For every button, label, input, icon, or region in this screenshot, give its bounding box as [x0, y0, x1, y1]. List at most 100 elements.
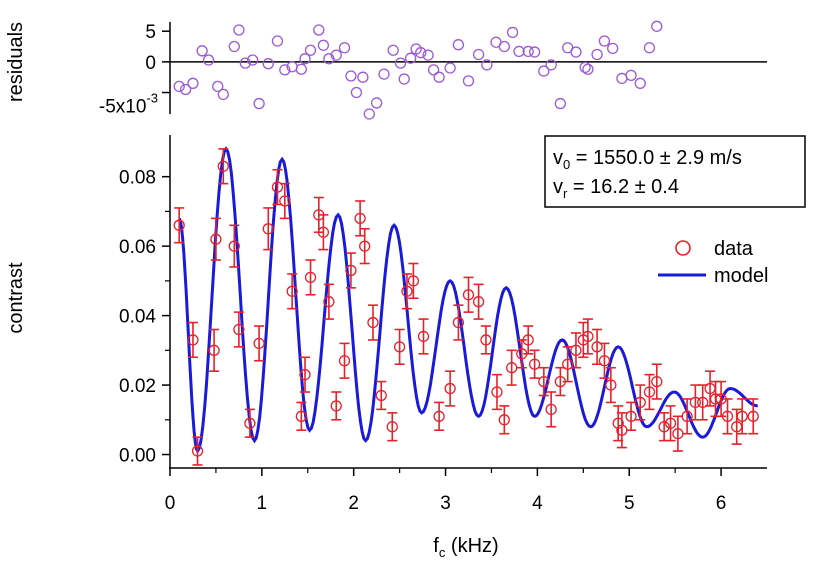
data-point — [393, 328, 406, 366]
data-point — [598, 342, 611, 379]
residual-point — [582, 63, 594, 75]
data-marker — [498, 414, 510, 426]
x-label-base: f — [433, 535, 439, 557]
residual-point — [506, 26, 519, 39]
data-point — [228, 224, 240, 268]
data-marker — [562, 358, 574, 370]
data-point — [612, 405, 624, 442]
data-point — [299, 356, 311, 393]
data-marker — [570, 344, 582, 356]
data-point — [747, 398, 759, 435]
data-marker — [736, 410, 748, 422]
data-marker — [271, 181, 284, 193]
data-marker — [651, 375, 663, 388]
vr-subscript: r — [563, 186, 568, 201]
x-label-subscript: c — [439, 545, 446, 560]
data-point — [721, 398, 734, 435]
data-marker — [658, 421, 670, 433]
main-x-tick-label: 2 — [348, 493, 359, 514]
data-marker — [354, 212, 366, 225]
residual-point — [338, 42, 351, 54]
main-x-tick-label: 6 — [716, 493, 727, 514]
data-point — [498, 405, 510, 435]
fit-parameter-vr: vr = 16.2 ± 0.4 — [553, 176, 679, 201]
data-point — [253, 325, 265, 362]
data-point — [582, 318, 594, 355]
data-point — [444, 370, 456, 407]
residual-point — [579, 61, 591, 74]
data-marker — [401, 285, 413, 297]
x-label-unit: (kHz) — [445, 535, 498, 557]
data-point — [233, 311, 245, 348]
residual-point — [187, 77, 199, 89]
data-marker — [386, 421, 398, 433]
data-marker — [187, 334, 199, 346]
residuals-exponent-label: -5x10-3 — [99, 91, 158, 118]
data-marker — [393, 341, 406, 353]
residual-point — [173, 80, 185, 93]
residual-point — [607, 42, 619, 55]
residual-point — [651, 20, 663, 32]
main-y-tick-label: 0.06 — [119, 237, 156, 258]
main-y-tick-label: 0.00 — [119, 446, 156, 467]
data-point — [417, 318, 430, 355]
residual-point — [433, 71, 445, 83]
data-point — [367, 304, 379, 341]
data-point — [210, 217, 222, 261]
data-point — [407, 262, 420, 300]
data-marker — [528, 358, 541, 370]
data-point — [217, 148, 229, 185]
data-point — [562, 346, 574, 383]
residual-point — [643, 42, 656, 54]
data-marker — [491, 386, 503, 398]
data-point — [643, 373, 656, 411]
data-marker — [480, 334, 492, 346]
residual-point — [317, 39, 330, 51]
data-point — [522, 325, 534, 355]
data-marker — [295, 410, 307, 422]
data-point — [697, 384, 709, 421]
residual-point — [498, 40, 510, 53]
residuals-y-tick-label: 5 — [145, 22, 156, 43]
data-marker — [433, 410, 445, 422]
residual-point — [295, 63, 307, 75]
data-marker — [173, 219, 185, 231]
residual-point — [202, 54, 215, 66]
residual-point — [444, 62, 456, 74]
data-marker — [304, 271, 317, 284]
residual-point — [279, 64, 291, 76]
main-x-axis-label: fc (kHz) — [433, 535, 498, 560]
residual-point — [363, 108, 375, 120]
residual-point — [345, 70, 357, 82]
data-marker — [217, 160, 229, 172]
vr-base: v — [553, 176, 563, 198]
residual-point — [253, 97, 265, 110]
residual-point — [422, 49, 434, 61]
residuals-points — [173, 20, 663, 120]
residual-point — [271, 35, 284, 47]
residual-point — [371, 97, 383, 109]
data-point — [462, 276, 475, 313]
data-point — [317, 214, 330, 251]
data-marker — [210, 233, 222, 245]
v0-value: = 1550.0 ± 2.9 m/s — [570, 147, 742, 169]
data-point — [616, 412, 628, 449]
data-marker — [253, 337, 265, 350]
data-point — [577, 321, 589, 359]
data-marker — [689, 396, 702, 409]
data-point — [664, 405, 677, 442]
data-point — [286, 273, 298, 310]
main-y-tick-label: 0.04 — [119, 307, 156, 328]
data-marker — [747, 410, 759, 422]
residuals-exponent-power: -3 — [146, 91, 158, 106]
data-point — [538, 366, 550, 397]
data-marker — [367, 316, 379, 329]
main-x-tick-label: 4 — [532, 493, 543, 514]
data-point — [323, 283, 335, 320]
data-marker — [299, 368, 311, 381]
data-marker — [664, 417, 677, 429]
data-point — [244, 408, 256, 438]
data-marker — [208, 344, 220, 356]
data-point — [345, 252, 357, 289]
